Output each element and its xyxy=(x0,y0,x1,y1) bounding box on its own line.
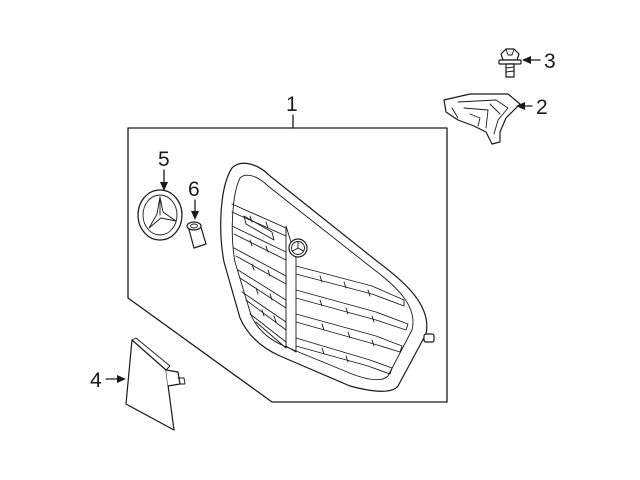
grille-emblem-icon xyxy=(288,238,308,258)
grille-mount-pin xyxy=(423,333,435,343)
callout-1: 1 xyxy=(286,93,298,116)
arrow-4-icon xyxy=(117,375,126,383)
arrow-6-icon xyxy=(191,211,199,220)
callout-2: 2 xyxy=(536,96,548,119)
grille-top-trim xyxy=(243,215,275,241)
emblem-star-icon xyxy=(148,196,177,229)
assembly-panel-outline xyxy=(127,127,448,403)
grille-inner-frame xyxy=(231,174,414,381)
grille-right-slats xyxy=(295,265,409,375)
arrow-5-icon xyxy=(160,182,168,191)
callout-6: 6 xyxy=(188,178,200,201)
arrow-2-icon xyxy=(516,102,525,110)
grille-assembly xyxy=(220,162,435,392)
callout-3: 3 xyxy=(544,50,556,73)
arrow-3-icon xyxy=(522,56,531,64)
grille-outer-frame xyxy=(220,162,428,392)
callout-5: 5 xyxy=(158,148,170,171)
sleeve-part xyxy=(186,221,207,249)
side-panel-part xyxy=(125,337,186,431)
bracket-part xyxy=(443,93,521,145)
grille-slat-ticks xyxy=(249,215,375,363)
callout-4: 4 xyxy=(90,369,102,392)
emblem-part xyxy=(137,189,183,241)
bolt-part xyxy=(498,48,522,78)
